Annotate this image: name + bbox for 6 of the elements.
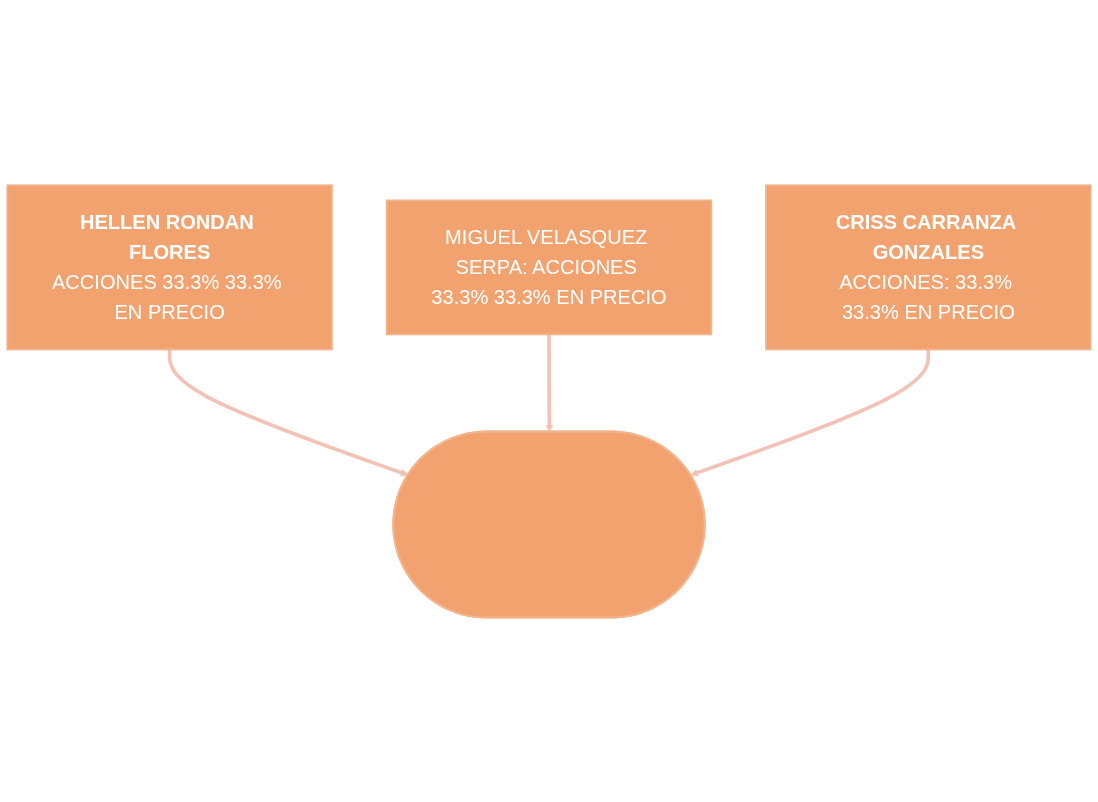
arrow xyxy=(167,349,409,476)
arrow xyxy=(545,333,554,432)
node-box: CRISS CARRANZA GONZALES ACCIONES: 33.3% 33.3% EN PRECIO xyxy=(765,183,1092,350)
node-box: MIGUEL VELASQUEZ SERPA: ACCIONES 33.3% 33.3% EN PRECIO xyxy=(385,199,713,335)
node-box: HELLEN RONDAN FLORES ACCIONES 33.3% 33.3% EN PRECIO xyxy=(6,183,333,350)
arrow xyxy=(690,349,931,476)
